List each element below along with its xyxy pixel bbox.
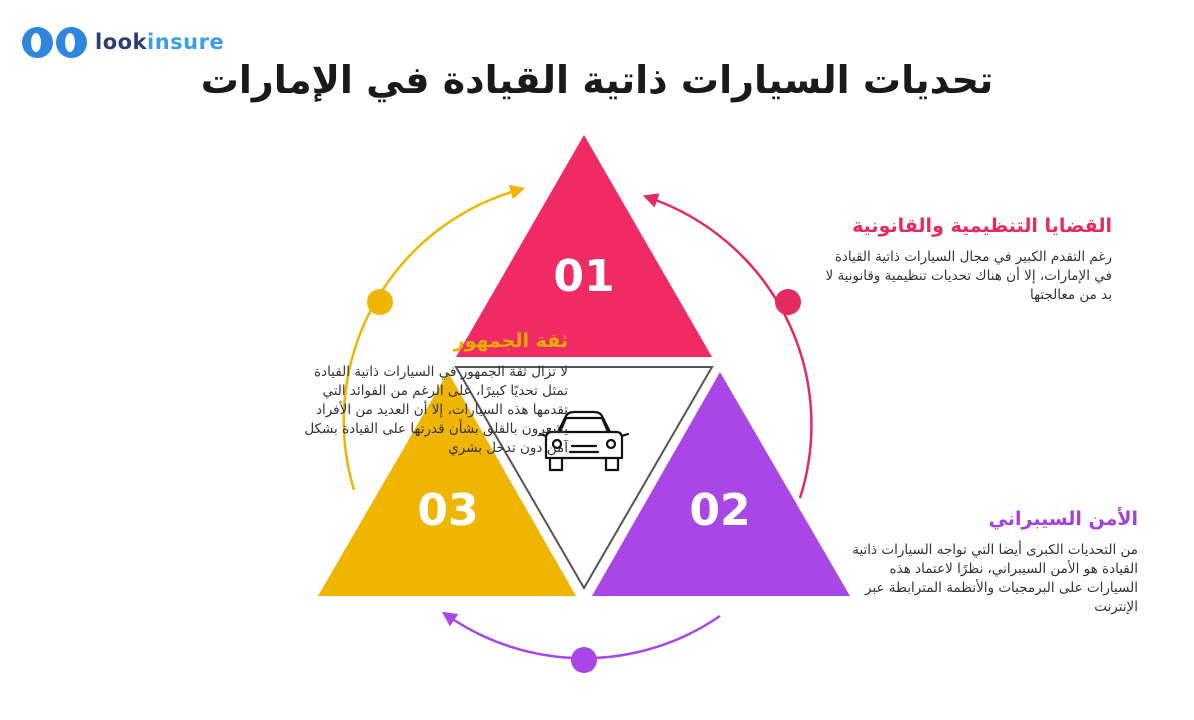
logo-eye-right <box>56 26 87 58</box>
section-trust-title: ثقة الجمهور <box>453 330 568 352</box>
logo-text-look: look <box>95 30 148 54</box>
section-regulatory-body: رغم التقدم الكبير في مجال السيارات ذاتية… <box>825 248 1112 303</box>
center-triangle <box>454 366 714 590</box>
arc-pink <box>642 193 813 499</box>
section-trust-body: لا تزال ثقة الجمهور في السيارات ذاتية ال… <box>304 363 568 456</box>
brand-logo[interactable]: lookinsure <box>22 26 224 58</box>
logo-wordmark: lookinsure <box>95 30 224 54</box>
section-trust: ثقة الجمهور لا تزال ثقة الجمهور في السيا… <box>300 330 568 458</box>
car-icon <box>538 410 630 472</box>
dot-yellow <box>367 289 393 315</box>
triangle-02 <box>592 372 850 596</box>
logo-eyes-icon <box>22 26 87 58</box>
section-cyber-body: من التحديات الكبرى أيضا التي تواجه السيا… <box>852 541 1138 615</box>
section-cyber: الأمن السيبراني من التحديات الكبرى أيضا … <box>848 508 1138 617</box>
section-cyber-title: الأمن السيبراني <box>988 508 1138 530</box>
dot-purple <box>571 647 597 673</box>
page-title: تحديات السيارات ذاتية القيادة في الإمارا… <box>200 58 994 102</box>
triangle-02-number: 02 <box>689 485 750 536</box>
triangle-03-number: 03 <box>417 485 478 536</box>
logo-text-insure: insure <box>147 30 225 54</box>
section-regulatory: القضايا التنظيمية والقانونية رغم التقدم … <box>822 215 1112 305</box>
triangle-01 <box>456 135 712 357</box>
logo-eye-left <box>22 26 53 58</box>
triangle-03 <box>318 372 576 596</box>
triangle-01-number: 01 <box>553 251 614 302</box>
section-regulatory-title: القضايا التنظيمية والقانونية <box>852 215 1112 237</box>
dot-pink <box>775 289 801 315</box>
